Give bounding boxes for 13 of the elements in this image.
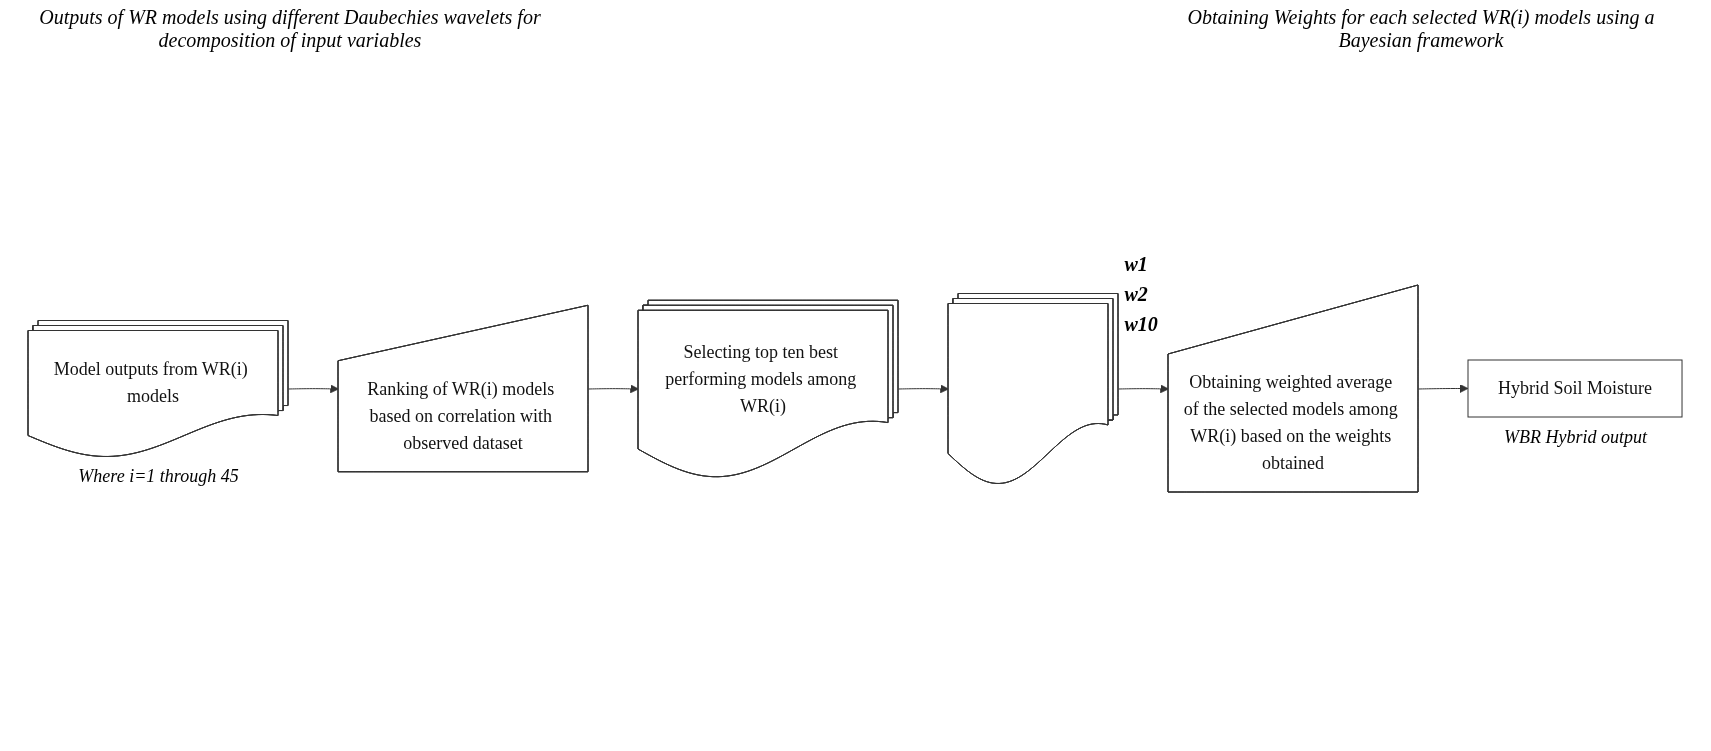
node-caption: WBR Hybrid output — [1504, 426, 1647, 448]
weight-label: w2 — [1124, 283, 1148, 306]
arrow — [288, 383, 340, 393]
arrow — [1118, 383, 1170, 393]
arrow — [898, 383, 950, 393]
brace-heading: Obtaining Weights for each selected WR(i) models using a Bayesian framework — [1186, 6, 1656, 52]
arrow — [1418, 383, 1469, 393]
brace-heading: Outputs of WR models using different Daubechies wavelets for decomposition of input variables — [38, 6, 542, 52]
arrow — [588, 383, 640, 393]
weight-label: w1 — [1124, 253, 1148, 276]
weight-label: w10 — [1124, 313, 1158, 336]
node-box: Hybrid Soil Moisture — [1468, 359, 1683, 417]
node-caption: Where i=1 through 45 — [78, 466, 239, 487]
